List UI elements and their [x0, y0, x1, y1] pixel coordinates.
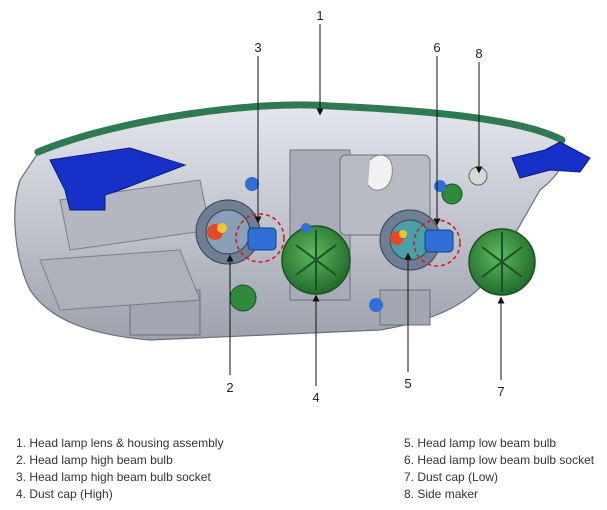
callout-7: 7	[497, 384, 504, 399]
headlamp-housing	[14, 101, 567, 341]
connector	[245, 177, 259, 191]
low-beam-bulb	[379, 209, 441, 271]
callout-6: 6	[433, 40, 440, 55]
callout-1: 1	[316, 8, 323, 23]
dust-cap-low	[468, 228, 536, 296]
legend-left: 1. Head lamp lens & housing assembly 2. …	[16, 435, 223, 503]
callout-4: 4	[312, 390, 319, 405]
high-beam-bulb-socket	[235, 213, 285, 263]
connector	[369, 298, 383, 312]
legend-item: 6. Head lamp low beam bulb socket	[404, 453, 595, 467]
legend-item: 1. Head lamp lens & housing assembly	[16, 436, 224, 450]
small-cap	[229, 284, 257, 312]
legend-item: 4. Dust cap (High)	[16, 487, 113, 501]
legend-item: 5. Head lamp low beam bulb	[404, 436, 557, 450]
legend-right: 5. Head lamp low beam bulb 6. Head lamp …	[404, 435, 594, 503]
legend-item: 2. Head lamp high beam bulb	[16, 453, 173, 467]
legend-item: 7. Dust cap (Low)	[404, 470, 499, 484]
connector	[434, 180, 446, 192]
legend-item: 3. Head lamp high beam bulb socket	[16, 470, 211, 484]
headlamp-diagram: 1 2 3 4 5 6 7 8	[14, 8, 591, 405]
legend-item: 8. Side maker	[404, 487, 479, 501]
callout-2: 2	[226, 380, 233, 395]
right-mounting-bracket	[511, 141, 591, 179]
dust-cap-high	[281, 225, 351, 295]
left-mounting-bracket	[49, 147, 187, 211]
high-beam-bulb	[195, 199, 261, 265]
callout-5: 5	[404, 376, 411, 391]
connector	[301, 223, 311, 233]
callout-3: 3	[254, 40, 261, 55]
side-marker	[468, 166, 488, 186]
small-cap	[441, 183, 463, 205]
callout-8: 8	[475, 46, 482, 61]
